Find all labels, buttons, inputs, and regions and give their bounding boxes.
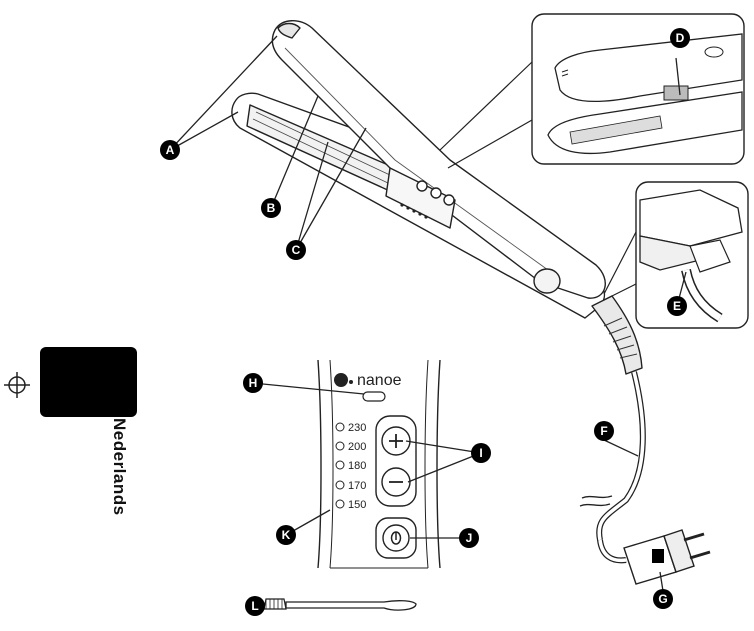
callout-e-letter: E xyxy=(673,299,681,313)
callout-i: I xyxy=(471,443,491,463)
callout-f: F xyxy=(594,421,614,441)
callout-e: E xyxy=(667,296,687,316)
callout-k: K xyxy=(276,525,296,545)
brand-name: nanoe xyxy=(357,372,402,389)
cord-boot xyxy=(591,295,643,375)
callout-h-letter: H xyxy=(249,376,258,390)
callout-f-letter: F xyxy=(600,424,607,438)
callout-b: B xyxy=(261,198,281,218)
callout-l-letter: L xyxy=(251,599,258,613)
callout-b-letter: B xyxy=(267,201,276,215)
callout-a-letter: A xyxy=(166,143,175,157)
inset-cord-detail xyxy=(603,181,749,329)
upper-arm xyxy=(271,20,606,299)
temp-label: 170 xyxy=(348,480,366,492)
callout-g-letter: G xyxy=(658,592,667,606)
temp-label: 180 xyxy=(348,460,366,472)
power-button[interactable] xyxy=(382,524,410,552)
nanoe-logo: nanoe xyxy=(334,372,402,389)
cleaning-brush xyxy=(263,598,417,611)
callout-a: A xyxy=(160,140,180,160)
inset-plate-detail xyxy=(439,13,745,169)
plus-icon xyxy=(389,434,403,448)
callout-c: C xyxy=(286,240,306,260)
temperature-scale: 230 200 180 170 150 xyxy=(335,422,366,511)
registration-mark-icon xyxy=(4,372,30,398)
callout-h: H xyxy=(243,373,263,393)
hair-straightener xyxy=(231,20,643,375)
power-icon xyxy=(390,531,402,545)
callout-c-letter: C xyxy=(292,243,301,257)
callout-i-letter: I xyxy=(479,446,482,460)
callout-g: G xyxy=(653,589,673,609)
callout-d: D xyxy=(670,28,690,48)
leader-lines xyxy=(169,35,687,592)
power-plug xyxy=(623,529,711,585)
nanoe-logo-icon xyxy=(334,373,348,387)
callout-d-letter: D xyxy=(676,31,685,45)
temp-label: 230 xyxy=(348,422,366,434)
callout-labels: A B C D E F G H I J K L xyxy=(160,28,690,616)
callout-k-letter: K xyxy=(282,528,291,542)
callout-j-letter: J xyxy=(466,531,473,545)
temp-label: 150 xyxy=(348,499,366,511)
callout-l: L xyxy=(245,596,265,616)
control-panel-closeup: nanoe 230 200 180 170 150 xyxy=(317,359,441,569)
temperature-down-button[interactable] xyxy=(381,467,411,497)
nanoe-indicator xyxy=(362,391,386,402)
hinge-knob xyxy=(533,268,561,294)
language-label: Nederlands xyxy=(110,418,129,516)
temperature-up-button[interactable] xyxy=(381,426,411,456)
callout-j: J xyxy=(459,528,479,548)
language-tab xyxy=(40,347,137,417)
temp-label: 200 xyxy=(348,441,366,453)
